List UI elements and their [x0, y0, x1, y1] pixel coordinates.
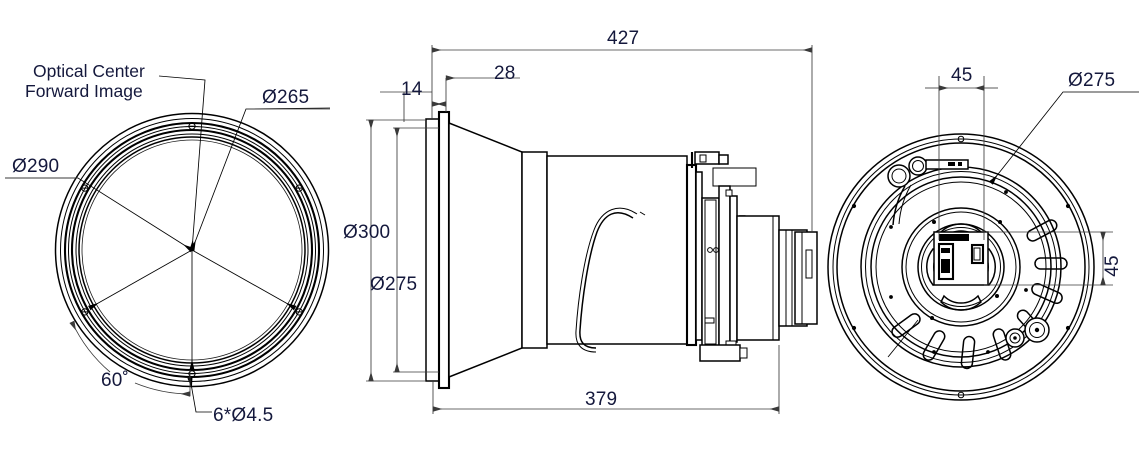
- side-vertical-dimensions: Ø300 Ø275: [343, 119, 439, 382]
- dia290-label: Ø290: [12, 156, 59, 177]
- side-mid-ring: [521, 151, 548, 349]
- angle-arc-60-b: [134, 382, 191, 397]
- dim427-label: 427: [607, 28, 639, 49]
- rear-dia275-leader: [988, 91, 1139, 185]
- rear-dimensions: 45 Ø275 45: [887, 65, 1139, 358]
- rear-top-bosses: [887, 156, 969, 226]
- dim14-label: 14: [401, 79, 423, 100]
- front-mounting-holes: [81, 122, 303, 378]
- rear-rim-fasteners: [851, 135, 1071, 399]
- dim379-label: 379: [585, 389, 617, 410]
- rear-hub-fasteners: [930, 220, 1002, 320]
- rear-center-plate: [933, 231, 989, 286]
- angle-arc-60: [69, 320, 111, 373]
- hole-callout-leader: [187, 377, 212, 413]
- dim28-label: 28: [494, 63, 516, 84]
- angle-radius-c: [191, 249, 297, 311]
- side-conical-body: [448, 121, 523, 379]
- side-rear-assembly: [685, 151, 818, 362]
- side-front-flange: [425, 110, 451, 390]
- holes-label: 6*Ø4.5: [213, 405, 273, 426]
- side-view-group: 427 28 14 Ø300 Ø275 379: [343, 28, 818, 414]
- rear-hub-rings: [901, 207, 1021, 327]
- side-cable-loop: [575, 207, 646, 353]
- dia290-leader: [5, 177, 194, 253]
- dim275-label: Ø275: [370, 274, 417, 295]
- angle60-label: 60˚: [101, 370, 129, 391]
- optical-center-label-line1: Optical Center: [33, 61, 145, 81]
- dim300-label: Ø300: [343, 222, 390, 243]
- optical-center-label-line2: Forward Image: [25, 81, 143, 101]
- side-bottom-dimension: 379: [432, 345, 780, 414]
- optical-center-leader: [158, 75, 206, 251]
- rear-outer-leader: [887, 319, 919, 358]
- rear-dim45-height-label: 45: [1102, 255, 1123, 277]
- rear-dim45-width-label: 45: [951, 65, 973, 86]
- dia265-label: Ø265: [262, 87, 309, 108]
- angle-radius-a: [88, 249, 193, 311]
- side-main-barrel: [546, 155, 688, 345]
- rear-dia275-label: Ø275: [1068, 70, 1115, 91]
- rear-mid-rings: [860, 166, 1062, 368]
- rear-bottom-bosses: [1005, 317, 1050, 348]
- rear-mid-fasteners: [889, 190, 1028, 354]
- front-view-group: Optical Center Forward Image Ø265 Ø290 6…: [5, 61, 331, 426]
- side-top-dimensions: 427 28 14: [380, 28, 813, 232]
- rear-view-group: 45 Ø275 45: [827, 65, 1139, 401]
